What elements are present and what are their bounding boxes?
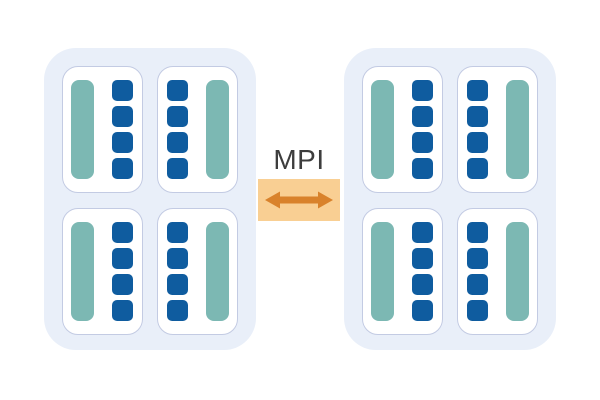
- core-square: [112, 222, 133, 243]
- core-square: [467, 106, 488, 127]
- core-column: [467, 222, 488, 321]
- teal-bar: [371, 80, 394, 179]
- socket-card: [362, 208, 443, 335]
- core-square: [167, 274, 188, 295]
- socket-card: [157, 66, 238, 193]
- core-column: [112, 222, 133, 321]
- compute-node-left: [44, 48, 256, 350]
- core-column: [167, 222, 188, 321]
- core-column: [412, 222, 433, 321]
- core-square: [412, 80, 433, 101]
- core-square: [412, 106, 433, 127]
- core-square: [112, 158, 133, 179]
- core-square: [412, 300, 433, 321]
- core-square: [412, 274, 433, 295]
- core-square: [412, 132, 433, 153]
- core-square: [467, 132, 488, 153]
- core-square: [112, 274, 133, 295]
- teal-bar: [371, 222, 394, 321]
- core-square: [112, 300, 133, 321]
- core-column: [112, 80, 133, 179]
- socket-card: [457, 208, 538, 335]
- socket-card: [62, 66, 143, 193]
- core-square: [112, 80, 133, 101]
- double-arrow-icon: [265, 191, 333, 209]
- core-square: [167, 248, 188, 269]
- core-square: [467, 248, 488, 269]
- core-square: [167, 80, 188, 101]
- core-column: [412, 80, 433, 179]
- core-square: [412, 248, 433, 269]
- socket-card: [62, 208, 143, 335]
- socket-card: [457, 66, 538, 193]
- core-square: [467, 80, 488, 101]
- core-square: [467, 300, 488, 321]
- teal-bar: [206, 80, 229, 179]
- core-square: [467, 158, 488, 179]
- mpi-link-box: [258, 179, 340, 221]
- core-square: [167, 106, 188, 127]
- core-square: [467, 222, 488, 243]
- core-column: [467, 80, 488, 179]
- teal-bar: [71, 80, 94, 179]
- core-square: [167, 222, 188, 243]
- mpi-label: MPI: [273, 144, 325, 175]
- core-square: [112, 132, 133, 153]
- teal-bar: [506, 222, 529, 321]
- core-square: [112, 248, 133, 269]
- teal-bar: [506, 80, 529, 179]
- core-square: [167, 132, 188, 153]
- core-square: [412, 222, 433, 243]
- core-square: [467, 274, 488, 295]
- teal-bar: [206, 222, 229, 321]
- core-column: [167, 80, 188, 179]
- teal-bar: [71, 222, 94, 321]
- core-square: [167, 300, 188, 321]
- socket-card: [157, 208, 238, 335]
- socket-card: [362, 66, 443, 193]
- core-square: [412, 158, 433, 179]
- core-square: [167, 158, 188, 179]
- core-square: [112, 106, 133, 127]
- compute-node-right: [344, 48, 556, 350]
